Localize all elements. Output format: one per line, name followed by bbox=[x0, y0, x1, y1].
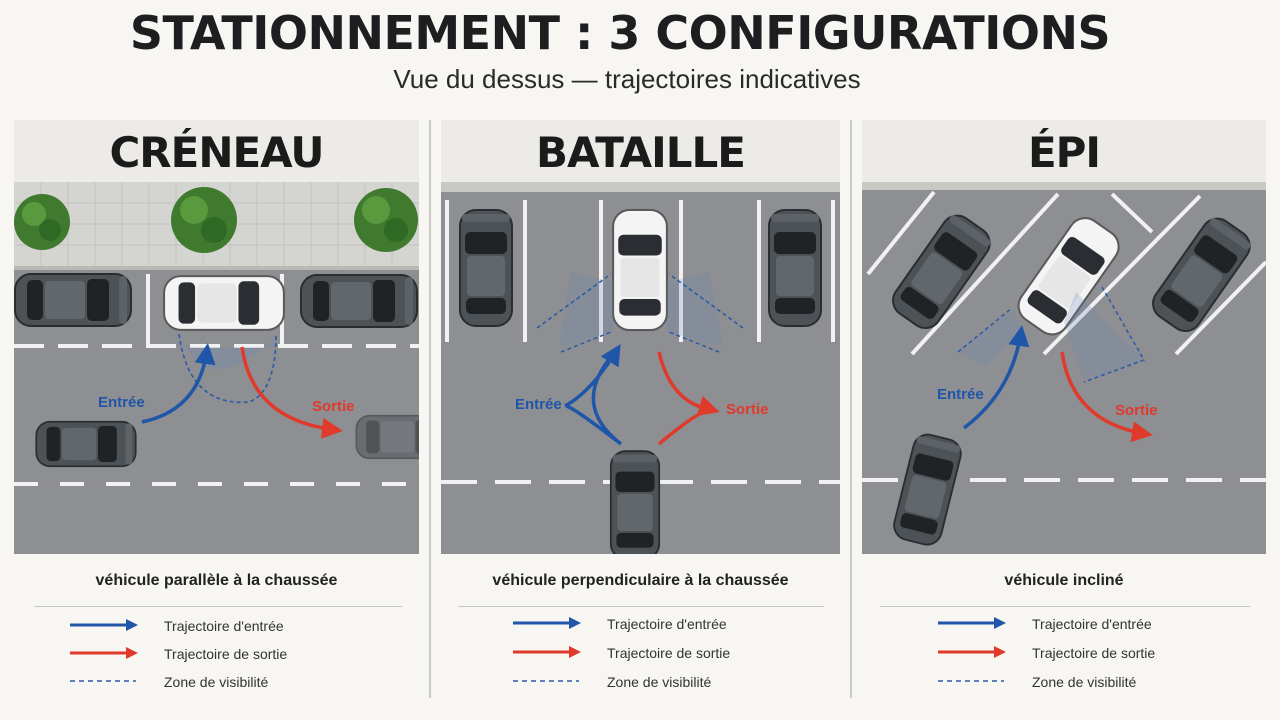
exit-label: Sortie bbox=[726, 401, 769, 418]
legend-visibility-label: Zone de visibilité bbox=[164, 674, 269, 690]
tree-icon bbox=[171, 187, 237, 253]
exit-trajectory bbox=[1060, 351, 1153, 443]
parked-car-icon bbox=[458, 208, 514, 328]
parked-car-icon bbox=[767, 208, 823, 328]
incoming-car-icon bbox=[609, 450, 661, 554]
parked-car-icon bbox=[300, 274, 418, 328]
entry-label: Entrée bbox=[937, 386, 984, 403]
legend-entry-label: Trajectoire d'entrée bbox=[1032, 616, 1152, 632]
divider bbox=[458, 606, 824, 607]
parked-car-icon bbox=[14, 273, 132, 327]
legend-entry-label: Trajectoire d'entrée bbox=[164, 618, 284, 634]
entry-trajectory bbox=[962, 325, 1030, 430]
legend-exit-label: Trajectoire de sortie bbox=[607, 645, 731, 661]
legend-exit-label: Trajectoire de sortie bbox=[1032, 645, 1156, 661]
exit-label: Sortie bbox=[312, 398, 355, 415]
legend-visibility-label: Zone de visibilité bbox=[1032, 674, 1137, 690]
legend-exit-label: Trajectoire de sortie bbox=[164, 646, 288, 662]
epi-scene: Entrée Sortie bbox=[862, 182, 1266, 554]
incoming-car-icon bbox=[35, 420, 137, 468]
entry-label: Entrée bbox=[98, 394, 145, 411]
target-car-icon bbox=[163, 275, 285, 331]
panel-caption: véhicule parallèle à la chaussée bbox=[95, 572, 338, 589]
exit-trajectory bbox=[657, 351, 714, 412]
entry-trajectory bbox=[564, 350, 621, 446]
target-car-icon bbox=[612, 208, 668, 332]
legend-entry-label: Trajectoire d'entrée bbox=[607, 616, 727, 632]
panel-caption: véhicule incliné bbox=[1004, 572, 1124, 589]
page-title: STATIONNEMENT : 3 CONFIGURATIONS bbox=[129, 6, 1111, 60]
divider bbox=[880, 606, 1250, 607]
entry-label: Entrée bbox=[515, 396, 562, 413]
divider bbox=[34, 606, 402, 607]
bataille-scene: Entrée Sortie bbox=[441, 182, 840, 554]
panel-title: BATAILLE bbox=[441, 120, 840, 182]
panel-title: ÉPI bbox=[862, 120, 1266, 182]
tree-icon bbox=[354, 188, 418, 252]
creneau-scene: Entrée Sortie bbox=[14, 182, 419, 554]
panel-title: CRÉNEAU bbox=[14, 120, 419, 182]
exiting-car-ghost-icon bbox=[355, 414, 419, 460]
legend-visibility-label: Zone de visibilité bbox=[607, 674, 712, 690]
panel-caption: véhicule perpendiculaire à la chaussée bbox=[492, 572, 789, 589]
entry-trajectory bbox=[141, 343, 216, 424]
exit-trajectory bbox=[240, 346, 343, 439]
page-subtitle: Vue du dessus — trajectoires indicatives bbox=[393, 64, 861, 94]
panel-divider bbox=[429, 120, 431, 698]
tree-icon bbox=[14, 194, 70, 250]
exit-label: Sortie bbox=[1115, 402, 1158, 419]
panel-divider bbox=[850, 120, 852, 698]
